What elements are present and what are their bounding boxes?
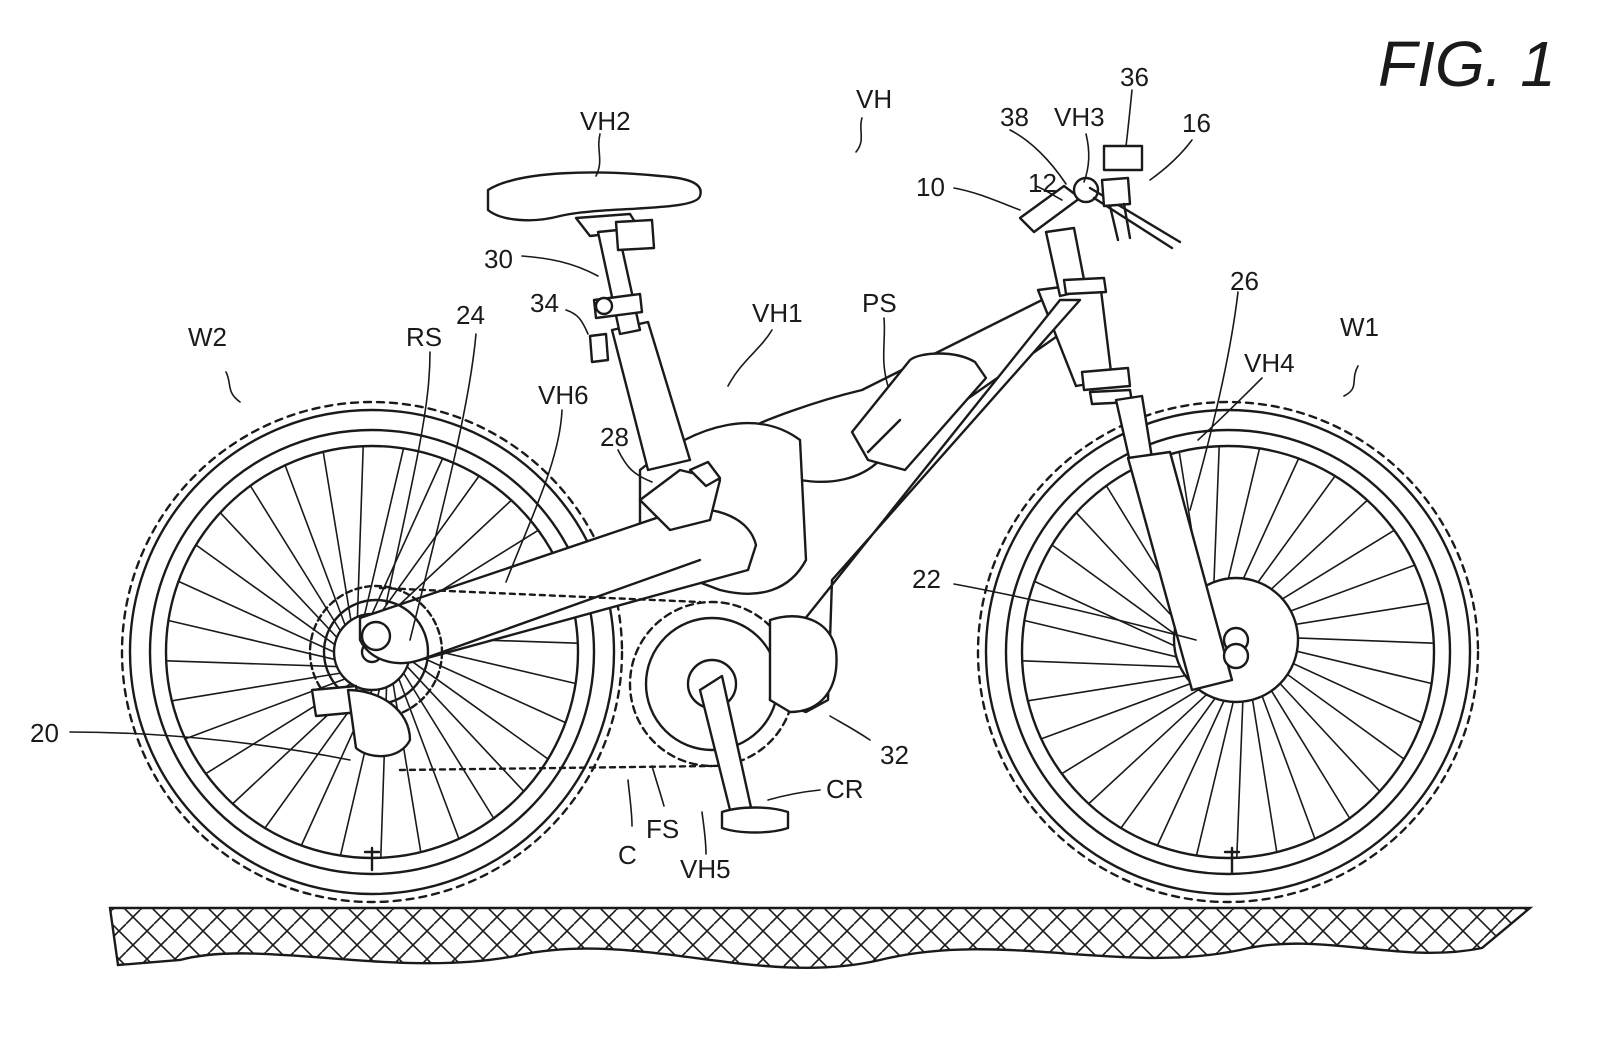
spoke (1060, 684, 1207, 775)
label-20: 20 (30, 718, 59, 748)
ground (108, 906, 1534, 970)
label-28: 28 (600, 422, 629, 452)
spoke (409, 651, 567, 724)
spoke (1235, 688, 1245, 859)
spoke (1120, 690, 1221, 829)
spoke (1021, 659, 1192, 669)
spoke (219, 511, 338, 639)
spoke (1051, 544, 1190, 645)
spoke (398, 678, 460, 840)
label-vh3: VH3 (1054, 102, 1105, 132)
label-vh: VH (856, 84, 892, 114)
spoke (1156, 691, 1229, 847)
label-16: 16 (1182, 108, 1211, 138)
label-ps: PS (862, 288, 897, 318)
label-24: 24 (456, 300, 485, 330)
label-vh6: VH6 (538, 380, 589, 410)
spoke (1260, 673, 1351, 820)
label-w2: W2 (188, 322, 227, 352)
spoke (1255, 679, 1316, 840)
label-cr: CR (826, 774, 864, 804)
spoke (402, 672, 495, 820)
spoke (406, 665, 525, 793)
leader-lines (69, 89, 1359, 855)
spoke (1249, 684, 1278, 853)
spoke (165, 659, 338, 668)
label-c: C (618, 840, 637, 870)
label-vh2: VH2 (580, 106, 631, 136)
label-vh4: VH4 (1244, 348, 1295, 378)
spoke (322, 451, 352, 622)
label-22: 22 (912, 564, 941, 594)
handlebar (1018, 144, 1182, 250)
spoke (1027, 673, 1196, 702)
label-36: 36 (1120, 62, 1149, 92)
drive-unit (768, 615, 838, 714)
label-vh1: VH1 (752, 298, 803, 328)
label-26: 26 (1230, 266, 1259, 296)
spoke (1040, 679, 1201, 740)
figure-title: FIG. 1 (1378, 28, 1556, 100)
spoke (1033, 580, 1189, 653)
spoke (356, 445, 365, 618)
label-10: 10 (916, 172, 945, 202)
spoke (385, 499, 513, 618)
label-vh5: VH5 (680, 854, 731, 884)
label-rs: RS (406, 322, 442, 352)
saddle (486, 171, 702, 364)
spoke (408, 658, 549, 760)
chain (378, 586, 714, 772)
front-sprocket (628, 600, 796, 834)
label-34: 34 (530, 288, 559, 318)
label-38: 38 (1000, 102, 1029, 132)
spoke (378, 475, 480, 616)
spoke (1195, 690, 1237, 857)
spoke (1087, 688, 1214, 805)
spoke (249, 484, 342, 632)
label-w1: W1 (1340, 312, 1379, 342)
label-32: 32 (880, 740, 909, 770)
spoke (177, 580, 335, 653)
spoke (1023, 619, 1190, 661)
derailleur (310, 684, 412, 758)
label-30: 30 (484, 244, 513, 274)
spoke (1264, 666, 1381, 793)
front-fork (1114, 394, 1250, 692)
spoke (195, 544, 336, 646)
spoke (284, 464, 346, 626)
label-fs: FS (646, 814, 679, 844)
spoke (1266, 659, 1405, 760)
spoke (167, 619, 336, 661)
label-12: 12 (1028, 168, 1057, 198)
spoke (171, 672, 342, 702)
